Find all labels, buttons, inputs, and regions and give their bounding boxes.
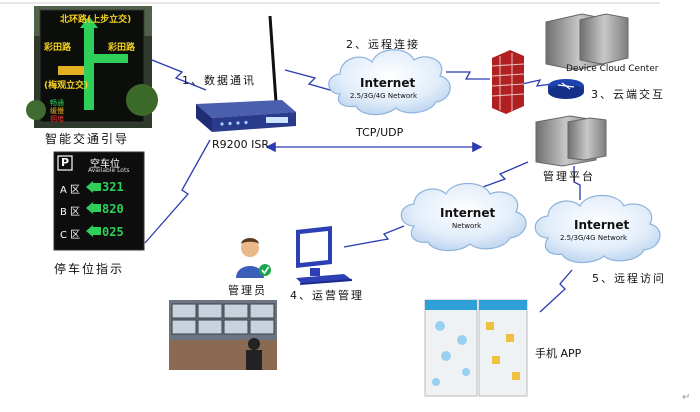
traffic-legend-2: 缓慢	[50, 107, 64, 115]
firewall-icon	[491, 50, 525, 114]
link-router-cloud1	[284, 69, 338, 93]
link-cloud1-firewall	[446, 71, 490, 80]
traffic-sign-photo	[26, 6, 158, 128]
parking-zone-c: C 区	[60, 230, 81, 241]
label-step3: 3、云端交互	[591, 88, 665, 101]
label-step2: 2、远程连接	[346, 38, 420, 51]
router-device	[196, 15, 296, 132]
label-admin: 管理员	[228, 284, 267, 297]
admin-person-icon	[236, 238, 271, 278]
label-tcp: TCP/UDP	[356, 126, 404, 139]
traffic-sign-left1-text: 彩田路	[44, 43, 72, 53]
cloud-1-shape	[328, 49, 451, 116]
link-router-parking	[144, 139, 211, 244]
router-badge	[266, 117, 288, 123]
cloud-3-sub: 2.5/3G/4G Network	[560, 234, 628, 242]
traffic-arrow-left	[58, 66, 84, 75]
traffic-arrow-stem	[84, 26, 94, 110]
parking-subtitle: Available Lots	[88, 167, 130, 174]
label-step1: 1、数据通讯	[182, 74, 256, 87]
check-icon	[259, 264, 271, 276]
traffic-sign-left2-text: (梅观立交)	[44, 81, 89, 91]
router-top	[196, 100, 296, 118]
antenna-icon	[268, 15, 278, 103]
label-step5: 5、远程访问	[592, 272, 666, 285]
phone-markers	[486, 322, 520, 380]
phone-screen-2	[478, 299, 528, 397]
traffic-arrow-head	[80, 16, 98, 28]
traffic-sign-right-text: 彩田路	[108, 43, 136, 53]
router-leds	[220, 120, 248, 126]
router-side	[196, 104, 212, 132]
cloud-center-servers	[545, 13, 629, 99]
label-step4: 4、运营管理	[290, 289, 364, 302]
platform-rack-2	[567, 117, 607, 161]
cloud-2	[400, 182, 527, 252]
video-wall	[171, 303, 275, 335]
cloud-2-title: Internet	[440, 206, 496, 220]
cloud-3-title: Internet	[574, 218, 630, 232]
parking-count-c: 025	[102, 225, 124, 239]
parking-zone-b: B 区	[60, 207, 81, 218]
connection-lines	[144, 59, 581, 313]
parking-p-box	[57, 155, 73, 171]
control-room-photo	[169, 300, 277, 370]
phone-app-screens	[424, 299, 528, 397]
cloud-1	[328, 49, 451, 116]
parking-arrows	[86, 181, 101, 237]
admin-head	[241, 239, 259, 257]
cloud-2-shape	[400, 182, 527, 252]
traffic-sign-top-text: 北环路(上步立交)	[60, 15, 132, 25]
label-parking: 停车位指示	[54, 262, 125, 276]
cloud-3	[534, 194, 661, 264]
monitor-icon	[296, 226, 353, 285]
phone-map-pins	[432, 321, 470, 386]
traffic-legend-3: 拥堵	[50, 115, 64, 123]
parking-title: 空车位	[90, 159, 120, 170]
cloud-1-sub: 2.5/3G/4G Network	[350, 92, 418, 100]
parking-sign	[53, 151, 145, 251]
parking-zone-a: A 区	[60, 185, 81, 196]
firewall-bricks	[491, 53, 525, 112]
parking-p-letter: P	[61, 156, 70, 169]
server-rack-2	[579, 13, 629, 65]
link-traffic-router	[151, 59, 207, 91]
label-device-cloud: Device Cloud Center	[566, 64, 659, 74]
monitor-base	[296, 274, 352, 284]
traffic-arrow-right	[94, 54, 128, 63]
admin-body	[236, 266, 264, 278]
return-mark: ↵	[682, 392, 691, 403]
monitor-glass	[300, 231, 328, 263]
label-router: R9200 ISR	[212, 138, 270, 151]
tree-icon	[126, 84, 158, 116]
traffic-legend-1: 畅通	[50, 99, 64, 107]
firewall-body	[492, 50, 524, 114]
link-firewall-hub	[521, 79, 553, 87]
label-platform: 管理平台	[543, 170, 595, 183]
label-smart-traffic: 智能交通引导	[45, 132, 130, 146]
link-cloud3-phones	[539, 269, 573, 313]
cloud-1-title: Internet	[360, 76, 416, 90]
label-app: 手机 APP	[535, 347, 582, 360]
link-cloud2-monitor	[343, 225, 405, 248]
cloud-3-shape	[534, 194, 661, 264]
parking-count-b: 820	[102, 202, 124, 216]
tree-icon	[26, 100, 46, 120]
cloud-2-sub: Network	[452, 222, 482, 230]
link-platform-cloud3	[573, 166, 581, 200]
link-platform-cloud2	[471, 161, 529, 192]
platform-servers	[535, 115, 607, 167]
parking-count-a: 321	[102, 180, 124, 194]
